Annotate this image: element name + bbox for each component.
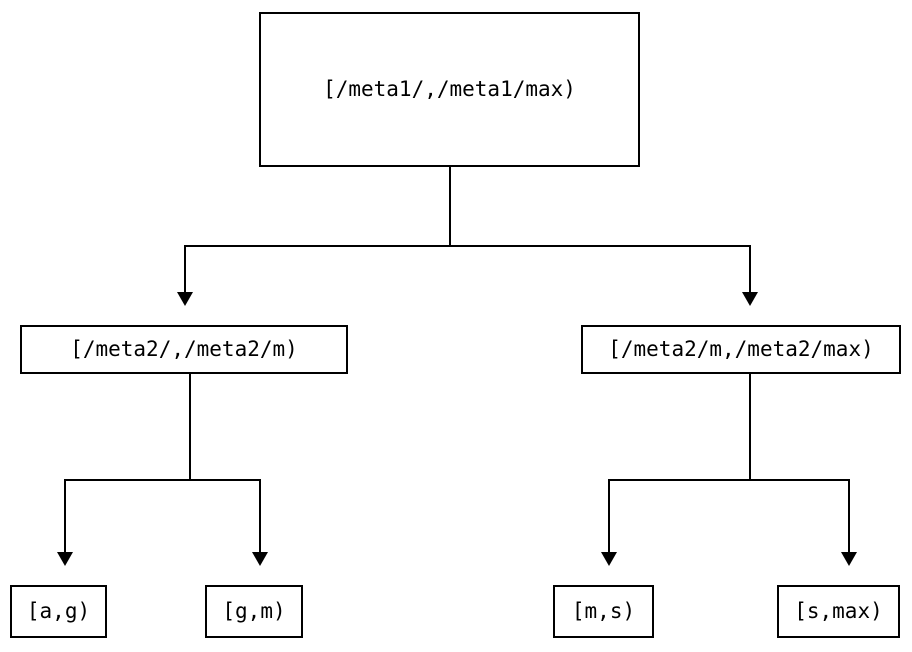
arrow-to-leaf-ms-icon bbox=[601, 552, 617, 566]
node-leaf-s-max-label: [s,max) bbox=[794, 599, 883, 623]
edge-level2-left-to-leaf1-drop bbox=[64, 479, 66, 553]
edge-level2-right-to-leaf3-drop bbox=[608, 479, 610, 553]
edge-root-bus bbox=[184, 245, 751, 247]
node-leaf-m-s[interactable]: [m,s) bbox=[553, 585, 654, 638]
arrow-to-leaf-gm-icon bbox=[252, 552, 268, 566]
edge-level2-right-stem bbox=[749, 374, 751, 480]
edge-root-stem bbox=[449, 167, 451, 246]
edge-level2-left-stem bbox=[189, 374, 191, 480]
edge-level2-right-bus bbox=[608, 479, 850, 481]
node-root[interactable]: [/meta1/,/meta1/max) bbox=[259, 12, 640, 167]
node-leaf-a-g[interactable]: [a,g) bbox=[10, 585, 107, 638]
node-leaf-g-m-label: [g,m) bbox=[222, 599, 286, 623]
edge-level2-left-to-leaf2-drop bbox=[259, 479, 261, 553]
node-level2-left[interactable]: [/meta2/,/meta2/m) bbox=[20, 325, 348, 374]
arrow-root-to-right-icon bbox=[742, 292, 758, 306]
node-leaf-g-m[interactable]: [g,m) bbox=[205, 585, 303, 638]
node-level2-right[interactable]: [/meta2/m,/meta2/max) bbox=[581, 325, 901, 374]
arrow-to-leaf-smax-icon bbox=[841, 552, 857, 566]
node-leaf-a-g-label: [a,g) bbox=[26, 599, 91, 623]
edge-level2-left-bus bbox=[64, 479, 261, 481]
edge-root-to-right-drop bbox=[749, 245, 751, 293]
arrow-to-leaf-ag-icon bbox=[57, 552, 73, 566]
node-leaf-m-s-label: [m,s) bbox=[571, 599, 636, 623]
edge-level2-right-to-leaf4-drop bbox=[848, 479, 850, 553]
edge-root-to-left-drop bbox=[184, 245, 186, 293]
arrow-root-to-left-icon bbox=[177, 292, 193, 306]
node-level2-right-label: [/meta2/m,/meta2/max) bbox=[608, 337, 874, 361]
node-leaf-s-max[interactable]: [s,max) bbox=[777, 585, 900, 638]
node-root-label: [/meta1/,/meta1/max) bbox=[323, 77, 576, 101]
node-level2-left-label: [/meta2/,/meta2/m) bbox=[70, 337, 298, 361]
